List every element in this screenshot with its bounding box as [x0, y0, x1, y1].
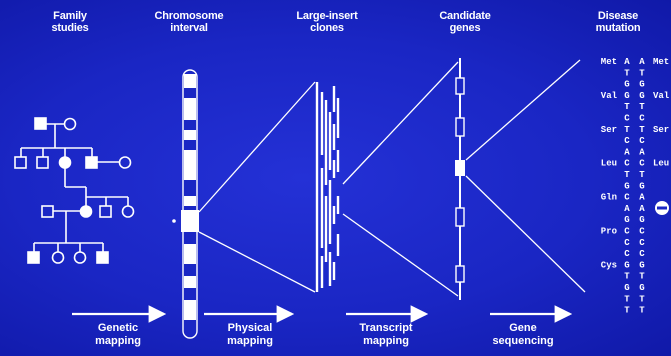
base-normal: G: [624, 80, 629, 90]
base-mutant: G: [639, 215, 644, 225]
base-normal: C: [624, 159, 630, 169]
pedigree-affected-male: [35, 118, 46, 129]
step-gene-sequencing: Gene sequencing: [487, 322, 559, 348]
base-mutant: A: [639, 204, 645, 214]
amino-acid-label: Cys: [601, 260, 617, 270]
base-normal: C: [624, 227, 630, 237]
base-mutant: C: [639, 238, 645, 248]
base-normal: A: [624, 57, 630, 67]
step-transcript-mapping: Transcript mapping: [353, 322, 419, 348]
base-normal: G: [624, 260, 629, 270]
base-normal: G: [624, 215, 629, 225]
sequencing-lines: [466, 60, 585, 292]
base-mutant: T: [639, 294, 645, 304]
base-normal: C: [624, 193, 630, 203]
base-mutant: C: [639, 159, 645, 169]
physical-mapping-lines: [199, 82, 315, 292]
base-mutant: C: [639, 227, 645, 237]
amino-acid-label: Met: [601, 57, 617, 67]
amino-acid-label: Val: [653, 91, 670, 101]
amino-acid-label: Gln: [601, 193, 617, 203]
base-mutant: G: [639, 283, 644, 293]
amino-acid-label: Val: [601, 91, 618, 101]
base-normal: G: [624, 91, 629, 101]
mutation-marker: [655, 201, 669, 215]
base-normal: C: [624, 238, 630, 248]
base-mutant: A: [639, 147, 645, 157]
base-normal: T: [624, 125, 630, 135]
base-mutant: A: [639, 193, 645, 203]
base-normal: C: [624, 249, 630, 259]
base-mutant: T: [639, 68, 645, 78]
pedigree-female: [65, 119, 76, 130]
base-mutant: G: [639, 80, 644, 90]
base-mutant: G: [639, 260, 644, 270]
base-normal: T: [624, 68, 630, 78]
base-normal: T: [624, 102, 630, 112]
amino-acid-label: Leu: [601, 159, 617, 169]
base-mutant: C: [639, 249, 645, 259]
clone-contig: [317, 82, 338, 292]
base-normal: T: [624, 294, 630, 304]
amino-acid-label: Pro: [601, 227, 617, 237]
base-mutant: C: [639, 114, 645, 124]
base-mutant: A: [639, 57, 645, 67]
base-mutant: G: [639, 181, 644, 191]
candidate-gene-map: [455, 58, 465, 300]
base-mutant: T: [639, 272, 645, 282]
pedigree: [15, 118, 134, 263]
base-normal: G: [624, 181, 629, 191]
chromosome: [172, 70, 199, 338]
amino-acid-label: Ser: [653, 125, 669, 135]
base-normal: T: [624, 170, 630, 180]
base-mutant: T: [639, 125, 645, 135]
base-mutant: T: [639, 102, 645, 112]
base-mutant: T: [639, 306, 645, 316]
base-mutant: T: [639, 170, 645, 180]
base-normal: T: [624, 306, 630, 316]
base-normal: C: [624, 136, 630, 146]
base-mutant: G: [639, 91, 644, 101]
base-normal: T: [624, 272, 630, 282]
amino-acid-label: Ser: [601, 125, 617, 135]
step-physical-mapping: Physical mapping: [220, 322, 280, 348]
base-normal: G: [624, 283, 629, 293]
step-genetic-mapping: Genetic mapping: [88, 322, 148, 348]
base-normal: A: [624, 147, 630, 157]
base-normal: C: [624, 114, 630, 124]
base-mutant: C: [639, 136, 645, 146]
amino-acid-label: Met: [653, 57, 669, 67]
amino-acid-label: Leu: [653, 159, 669, 169]
base-normal: A: [624, 204, 630, 214]
transcript-mapping-lines: [343, 62, 458, 296]
